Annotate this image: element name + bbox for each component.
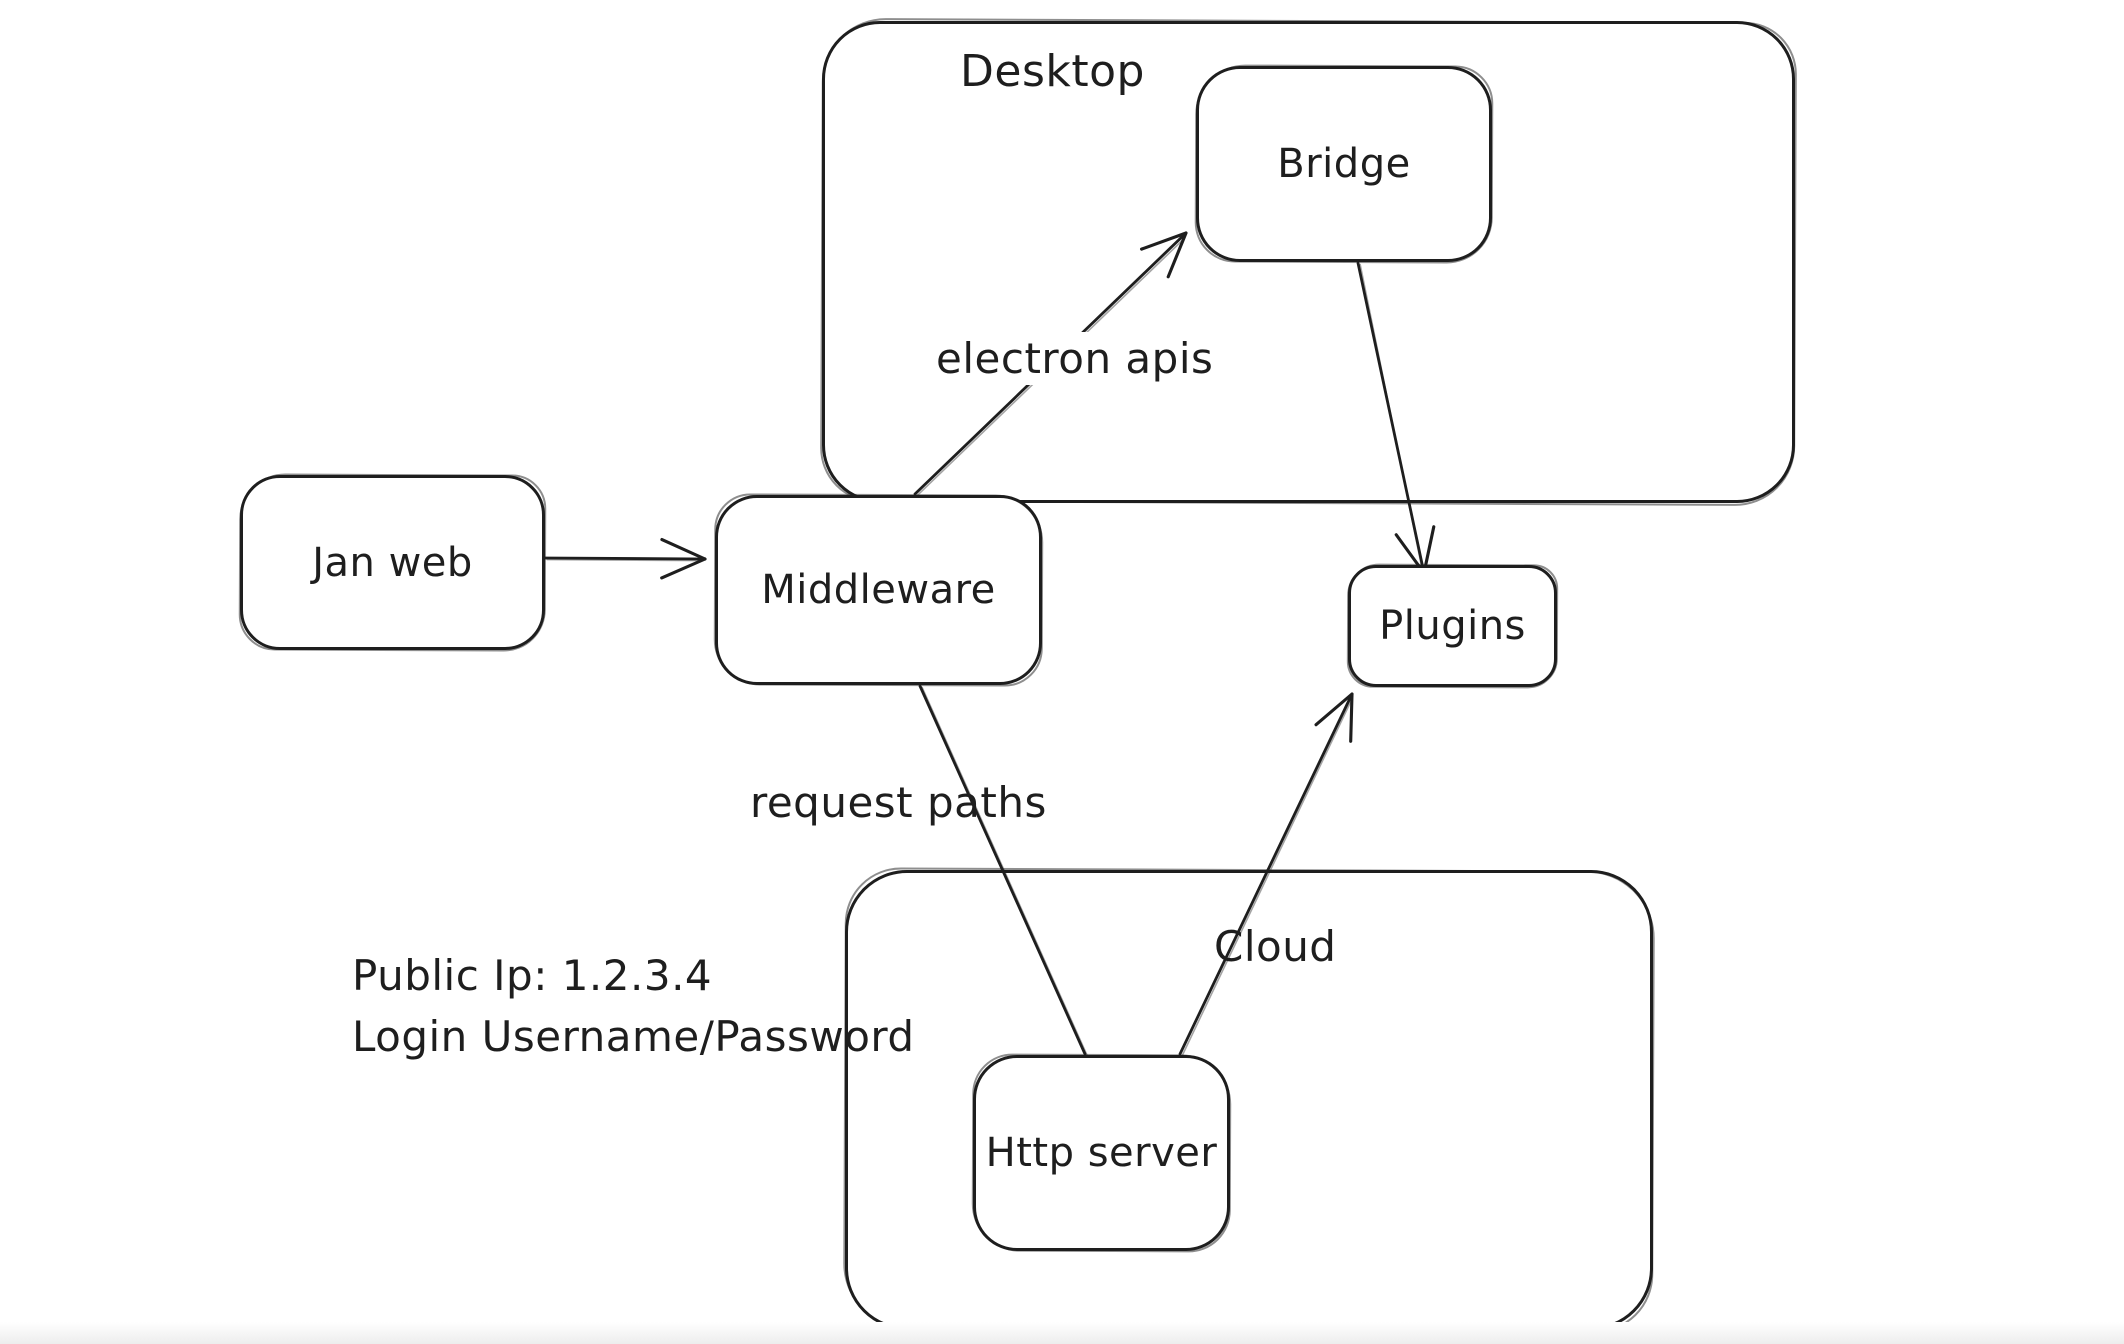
node-plugins-label: Plugins (1379, 603, 1526, 649)
node-plugins[interactable]: Plugins (1348, 565, 1557, 687)
container-desktop[interactable] (822, 21, 1795, 503)
edge-httpserver-plugins[interactable] (1178, 692, 1354, 1056)
canvas-bottom-fade (0, 1322, 2124, 1344)
notes-text[interactable]: Public Ip: 1.2.3.4 Login Username/Passwo… (352, 946, 915, 1068)
note-login: Login Username/Password (352, 1011, 915, 1061)
node-http-server-label: Http server (985, 1130, 1218, 1176)
container-cloud-label[interactable]: Cloud (1214, 922, 1337, 971)
node-jan-web[interactable]: Jan web (240, 475, 545, 650)
node-http-server[interactable]: Http server (973, 1055, 1230, 1251)
edge-middleware-httpserver[interactable] (918, 684, 1087, 1056)
node-bridge[interactable]: Bridge (1196, 66, 1492, 262)
edge-janweb-middleware[interactable] (543, 537, 707, 580)
node-bridge-label: Bridge (1277, 141, 1411, 187)
note-public-ip: Public Ip: 1.2.3.4 (352, 951, 713, 1000)
edge-bridge-plugins[interactable] (1356, 261, 1436, 575)
node-jan-web-label: Jan web (312, 539, 473, 586)
container-desktop-label[interactable]: Desktop (960, 46, 1145, 97)
edge-label-electron-apis[interactable]: electron apis (928, 332, 1222, 385)
node-middleware[interactable]: Middleware (715, 495, 1042, 685)
node-middleware-label: Middleware (761, 567, 996, 613)
edge-label-request-paths[interactable]: request paths (750, 778, 1047, 827)
